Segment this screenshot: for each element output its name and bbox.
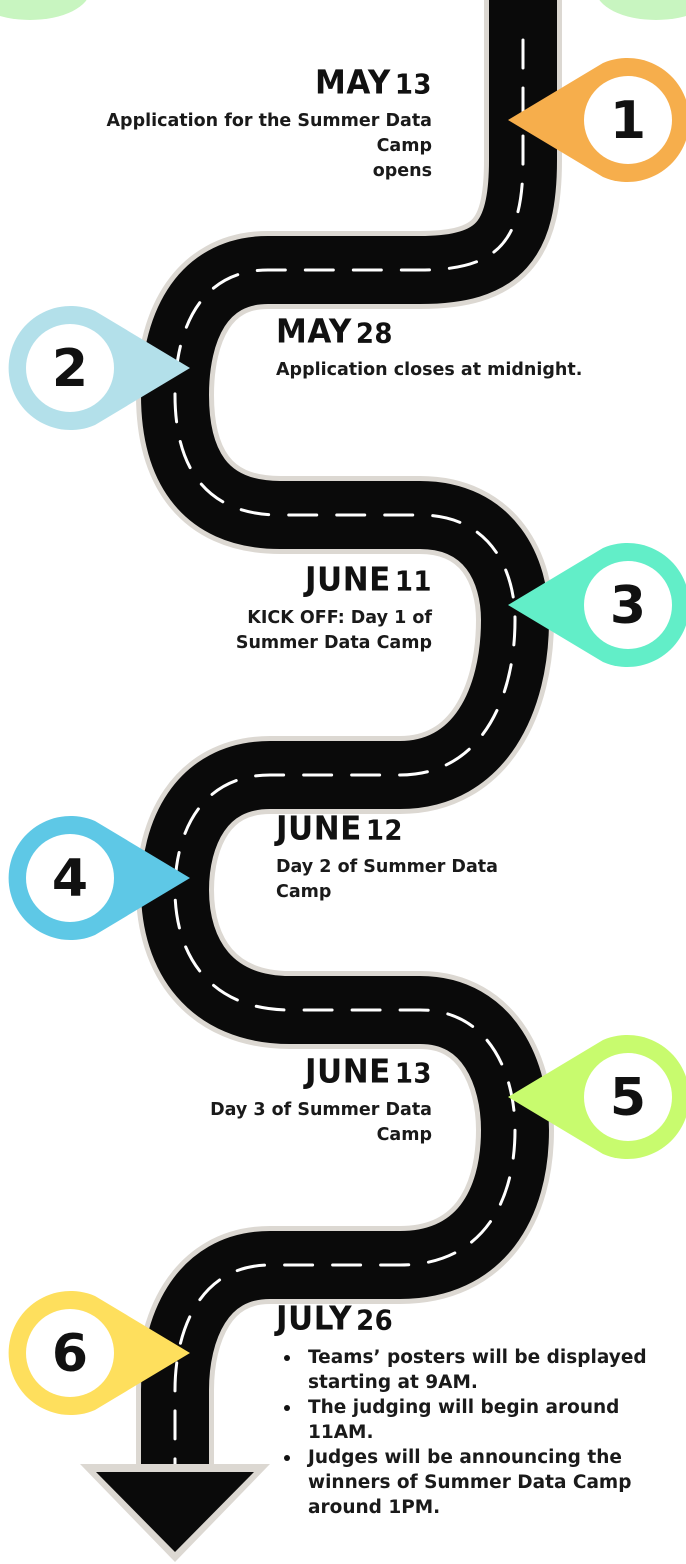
date-day: 12 xyxy=(365,815,404,847)
pin-inner-circle xyxy=(26,1309,114,1397)
date-day: 13 xyxy=(394,1058,432,1090)
bullet-item: Teams’ posters will be displayed startin… xyxy=(276,1345,666,1395)
pin-inner-circle xyxy=(26,324,114,412)
pin-number: 6 xyxy=(52,1324,88,1384)
milestone-description: KICK OFF: Day 1 of Summer Data Camp xyxy=(52,606,432,656)
desc-line: Application for the Summer Data Camp xyxy=(106,111,433,156)
milestone-bullets: Teams’ posters will be displayed startin… xyxy=(276,1345,666,1520)
milestone-description: Day 3 of Summer Data Camp xyxy=(52,1098,432,1148)
date-day: 26 xyxy=(356,1305,394,1337)
date-day: 13 xyxy=(394,69,432,101)
date-month: JUNE xyxy=(304,561,391,599)
pin-marker-3: 3 xyxy=(508,543,686,667)
pin-number: 5 xyxy=(610,1068,646,1128)
date-month: MAY xyxy=(314,64,391,102)
date-day: 28 xyxy=(355,318,394,350)
pin-inner-circle xyxy=(26,834,114,922)
pin-marker-5: 5 xyxy=(508,1035,686,1159)
milestone-description: Application closes at midnight. xyxy=(276,358,656,383)
date-month: MAY xyxy=(276,313,352,351)
bullet-item: The judging will begin around 11AM. xyxy=(276,1395,666,1445)
desc-line: Camp xyxy=(376,1125,432,1145)
pin-number: 2 xyxy=(52,339,88,399)
desc-line: Day 3 of Summer Data xyxy=(210,1100,432,1120)
desc-line: KICK OFF: Day 1 of xyxy=(247,608,432,628)
pin-marker-1: 1 xyxy=(508,58,686,182)
desc-line: Day 2 of Summer Data xyxy=(276,857,498,877)
pin-marker-2: 2 xyxy=(8,305,190,430)
desc-line: opens xyxy=(372,161,432,181)
pin-number: 3 xyxy=(610,576,646,636)
desc-line: Summer Data Camp xyxy=(235,633,432,653)
date-month: JUNE xyxy=(276,810,362,848)
date-month: JUNE xyxy=(304,1053,391,1091)
milestone-description: Day 2 of Summer Data Camp xyxy=(276,855,656,905)
pin-marker-6: 6 xyxy=(8,1291,191,1415)
pin-inner-circle xyxy=(584,561,672,649)
date-day: 11 xyxy=(394,566,432,598)
pin-inner-circle xyxy=(584,1053,672,1141)
pin-marker-4: 4 xyxy=(8,815,190,940)
milestone-description: Application for the Summer Data Camp ope… xyxy=(52,109,433,184)
bullet-item: Judges will be announcing the winners of… xyxy=(276,1445,666,1520)
desc-line: Camp xyxy=(276,882,332,902)
pin-number: 4 xyxy=(52,849,88,909)
date-month: JULY xyxy=(276,1300,353,1338)
pin-inner-circle xyxy=(584,76,672,164)
pin-number: 1 xyxy=(610,91,646,151)
desc-line: Application closes at midnight. xyxy=(276,360,583,380)
